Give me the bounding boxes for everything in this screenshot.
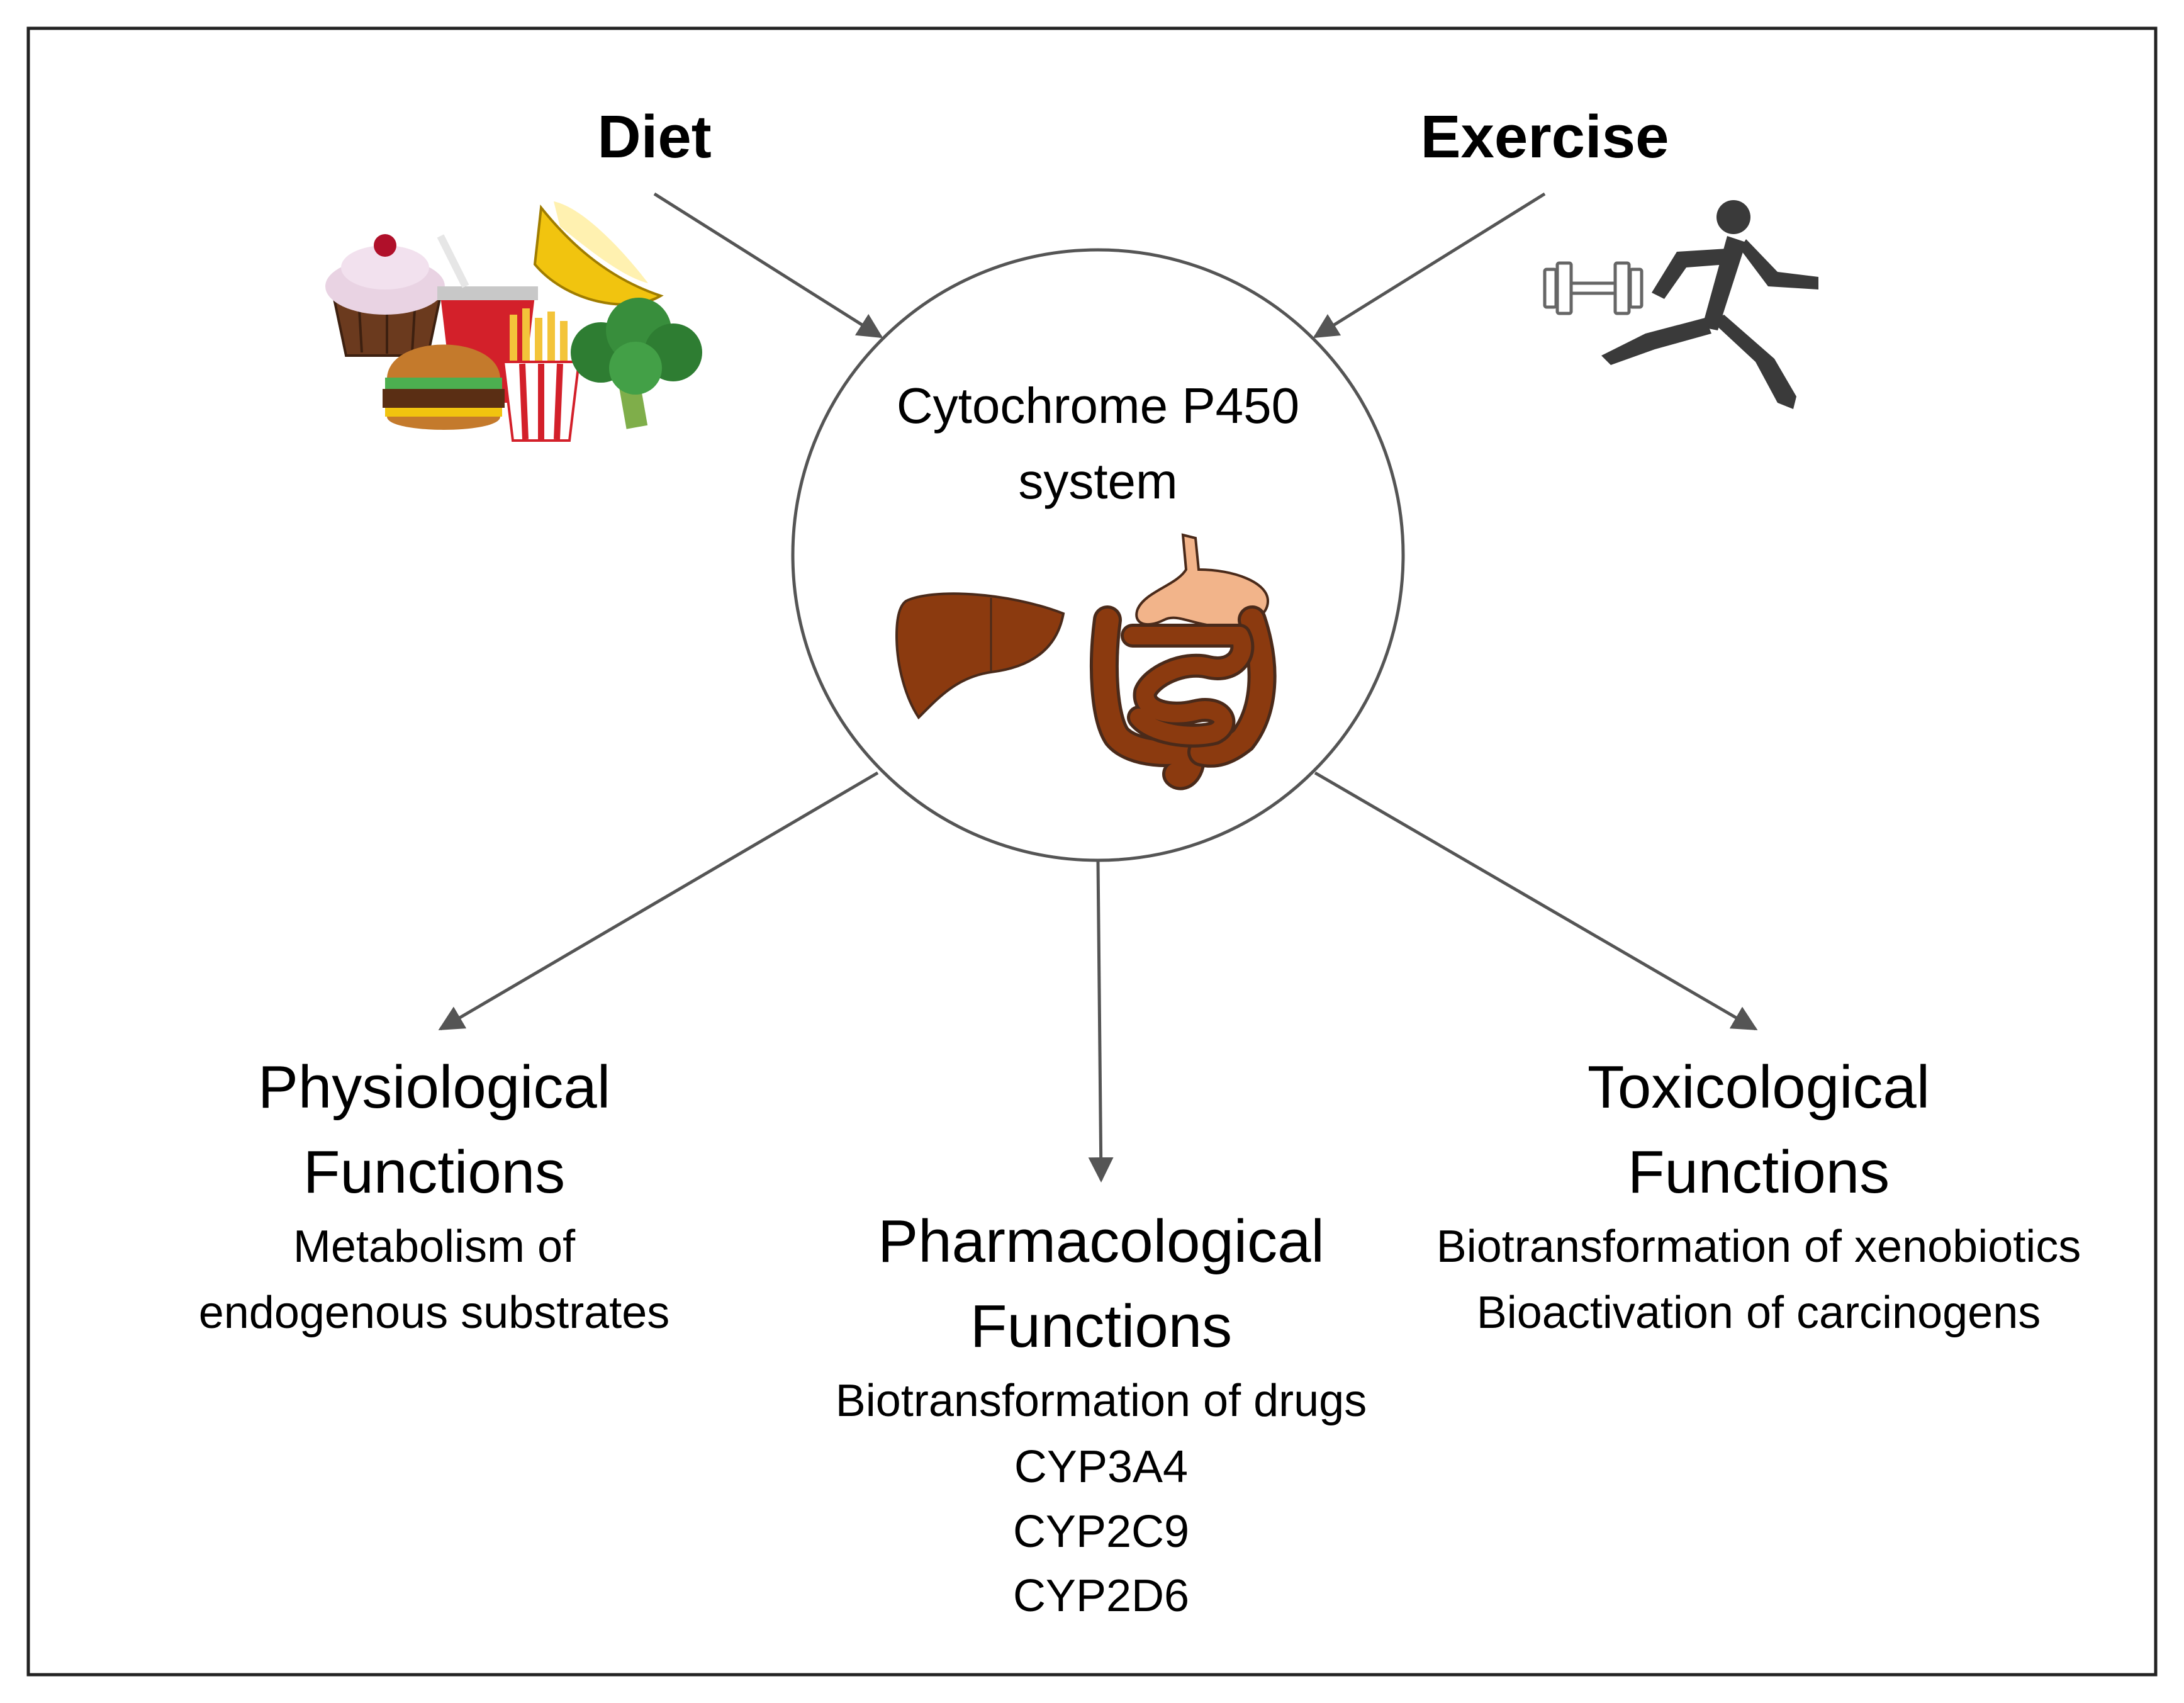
pharmacological-detail: CYP2C9 (1012, 1507, 1190, 1557)
toxicological-detail: Bioactivation of carcinogens (1476, 1288, 2041, 1338)
cyp450-subtitle: system (1018, 453, 1178, 509)
runner-icon (1601, 200, 1818, 409)
toxicological-arrow (1314, 771, 1758, 1031)
cyp450-circle (791, 248, 1405, 862)
intestine-icon (1090, 533, 1277, 790)
outer-frame (26, 26, 2158, 1677)
physiological-detail: Metabolism of (293, 1222, 576, 1272)
physiological-title-line2: Functions (303, 1138, 566, 1206)
cyp450-title: Cytochrome P450 (896, 378, 1300, 434)
pharmacological-detail: Biotransformation of drugs (835, 1376, 1367, 1426)
physiological-detail: endogenous substrates (198, 1288, 670, 1338)
toxicological-title: Toxicological (1587, 1054, 1930, 1121)
physiological-title: Physiological (257, 1054, 611, 1121)
pharmacological-detail: CYP3A4 (1014, 1442, 1189, 1492)
pharmacological-title-line2: Functions (970, 1293, 1233, 1360)
exercise-label: Exercise (1420, 103, 1669, 171)
exercise-arrow (1313, 192, 1546, 339)
pharmacological-detail: CYP2D6 (1012, 1571, 1190, 1621)
liver-icon (895, 592, 1065, 720)
diet-arrow (653, 192, 883, 339)
food-cluster-icon (325, 201, 702, 442)
physiological-arrow (438, 771, 879, 1031)
pharmacological-arrow (1088, 860, 1114, 1183)
dumbbell-icon (1543, 261, 1644, 315)
diet-label: Diet (597, 103, 712, 171)
toxicological-detail: Biotransformation of xenobiotics (1436, 1222, 2081, 1272)
toxicological-title-line2: Functions (1627, 1138, 1890, 1206)
pharmacological-title: Pharmacological (878, 1208, 1324, 1275)
